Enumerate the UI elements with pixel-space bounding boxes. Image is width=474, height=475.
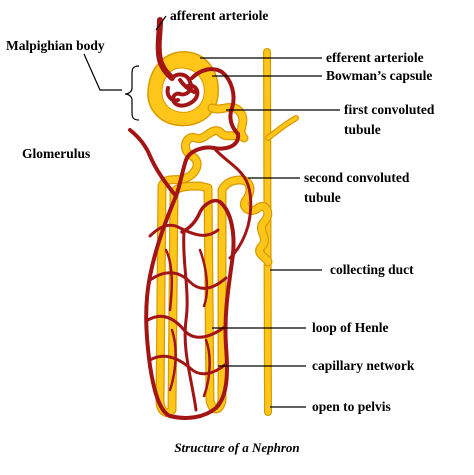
glomerulus-tuft	[165, 72, 200, 108]
label-efferent-arteriole: efferent arteriole	[326, 50, 424, 65]
label-first-convoluted-1: first convoluted	[344, 102, 435, 117]
label-malpighian-body: Malpighian body	[6, 38, 105, 53]
afferent-arteriole-vessel	[155, 17, 175, 81]
label-loop-of-henle: loop of Henle	[312, 320, 389, 335]
label-afferent-arteriole: afferent arteriole	[170, 8, 268, 23]
efferent-arteriole-vessel	[190, 67, 240, 136]
leader-lines	[83, 15, 340, 408]
label-first-convoluted-2: tubule	[344, 122, 381, 137]
label-collecting-duct: collecting duct	[330, 262, 414, 277]
blood-vessels	[128, 17, 253, 420]
labels: afferent arteriole Malpighian body Glome…	[6, 8, 435, 455]
label-capillary-network: capillary network	[312, 358, 415, 373]
label-bowmans-capsule: Bowman’s capsule	[326, 68, 432, 83]
leader-afferent	[155, 15, 167, 31]
diagram-caption: Structure of a Nephron	[174, 440, 299, 455]
label-glomerulus: Glomerulus	[22, 146, 90, 161]
malpighian-brace	[124, 65, 140, 121]
collecting-duct	[263, 48, 299, 416]
label-second-convoluted-1: second convoluted	[304, 170, 410, 185]
leader-malpighian	[83, 53, 122, 91]
label-second-convoluted-2: tubule	[304, 190, 341, 205]
label-open-to-pelvis: open to pelvis	[312, 399, 391, 414]
